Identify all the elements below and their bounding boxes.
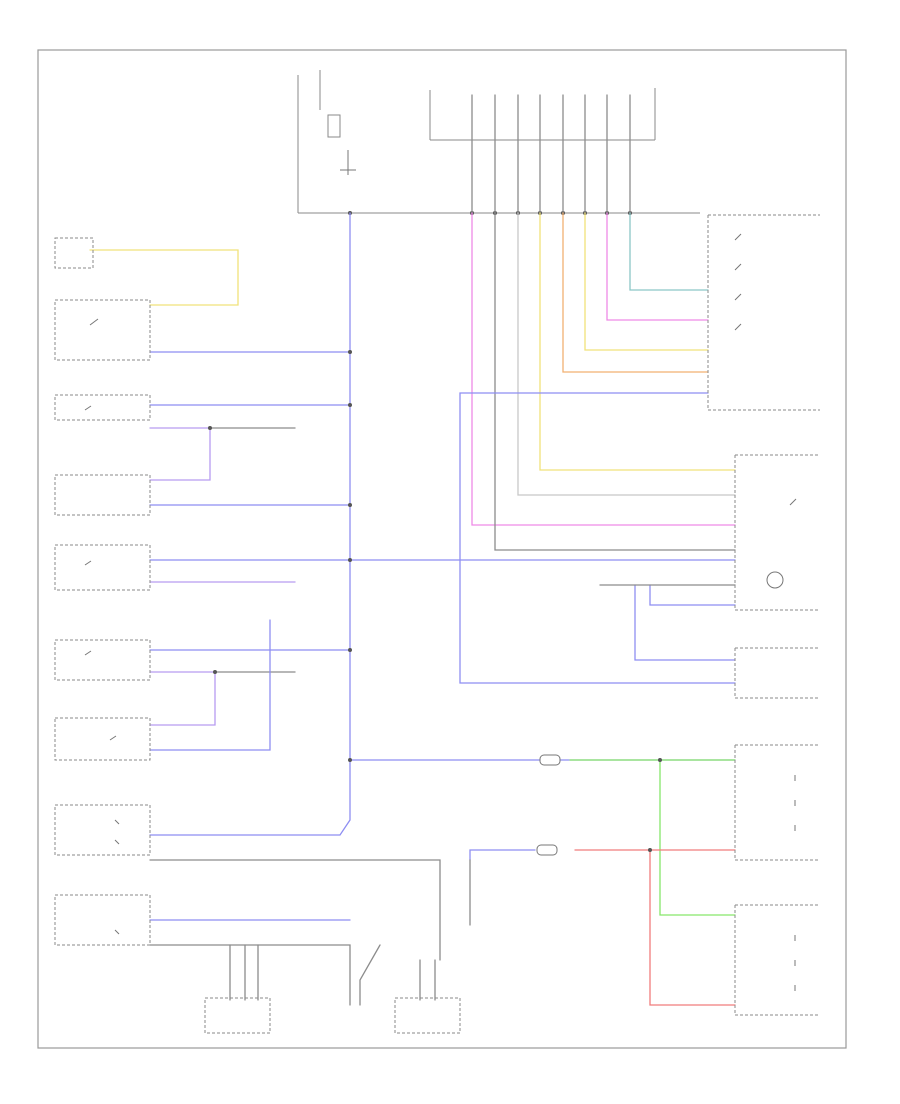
relay-vertical-wires [471,94,631,214]
splice-dot [348,350,352,354]
diagram-frame [37,49,847,1049]
splice-dot [658,758,662,762]
lamp-symbol [766,571,784,589]
wire-violet-a [149,427,211,481]
left-component-boxes [54,237,151,946]
right-switch-box [707,214,820,411]
wire-blue-switch-b [649,584,736,606]
component-box [54,474,151,516]
wire-gray-feed [494,212,736,551]
connector-box [394,997,461,1034]
switch-contacts [84,233,797,991]
wire-teal-feed [629,212,709,291]
wire-lightgray-feed [517,212,736,496]
component-box [54,804,151,856]
right-switch-box [734,647,820,699]
violet-wires [149,427,296,751]
left-ground-wires [149,351,351,921]
fuse-link-symbol [340,150,356,175]
right-switch-box [734,454,820,611]
splice-dot [348,503,352,507]
splice-dot [348,758,352,762]
wire-pink-feed [471,212,736,526]
wire-yellow-feed [539,212,736,471]
splice [539,754,561,766]
component-box [54,299,151,361]
component-box [54,639,151,681]
component-box [54,894,151,946]
wire-yellow-b-feed [584,212,709,351]
lower-gray-wires [149,859,471,1006]
fuse-relay-block [297,70,700,214]
fuse-element [327,114,341,138]
wire-violet-c [149,671,216,726]
wire-blue-dimmer [149,619,271,751]
connector-box [204,997,271,1034]
splice-dot [213,670,217,674]
contact-symbols [734,233,742,331]
splice-dot [208,426,212,430]
wire-green-harness [569,759,736,916]
colored-feed-wires [471,212,736,551]
splice-dot [648,848,652,852]
wire-blue-red-link [469,849,536,861]
contact-symbol [789,498,797,506]
splice-dot [348,403,352,407]
component-box [54,717,151,761]
wire-main-blue-trunk [149,212,351,836]
component-box [54,237,94,269]
splice-dot [348,648,352,652]
wire-blue-switch [634,584,736,661]
component-box [54,544,151,591]
wire-red-harness [574,849,736,1006]
splice-symbols [208,350,784,856]
component-box [54,394,151,421]
right-switch-box [734,904,820,1016]
right-switch-box [734,744,820,861]
wire-yellow-top-left [89,249,239,306]
splice [536,844,558,856]
right-component-boxes [707,214,820,1016]
left-contact-symbols [84,318,120,935]
wire-blue-right-loop [459,392,736,684]
wire-orange-feed [562,212,709,373]
splice-dot [348,558,352,562]
wire-pink-b-feed [606,212,709,321]
bottom-connector-boxes [204,997,461,1034]
